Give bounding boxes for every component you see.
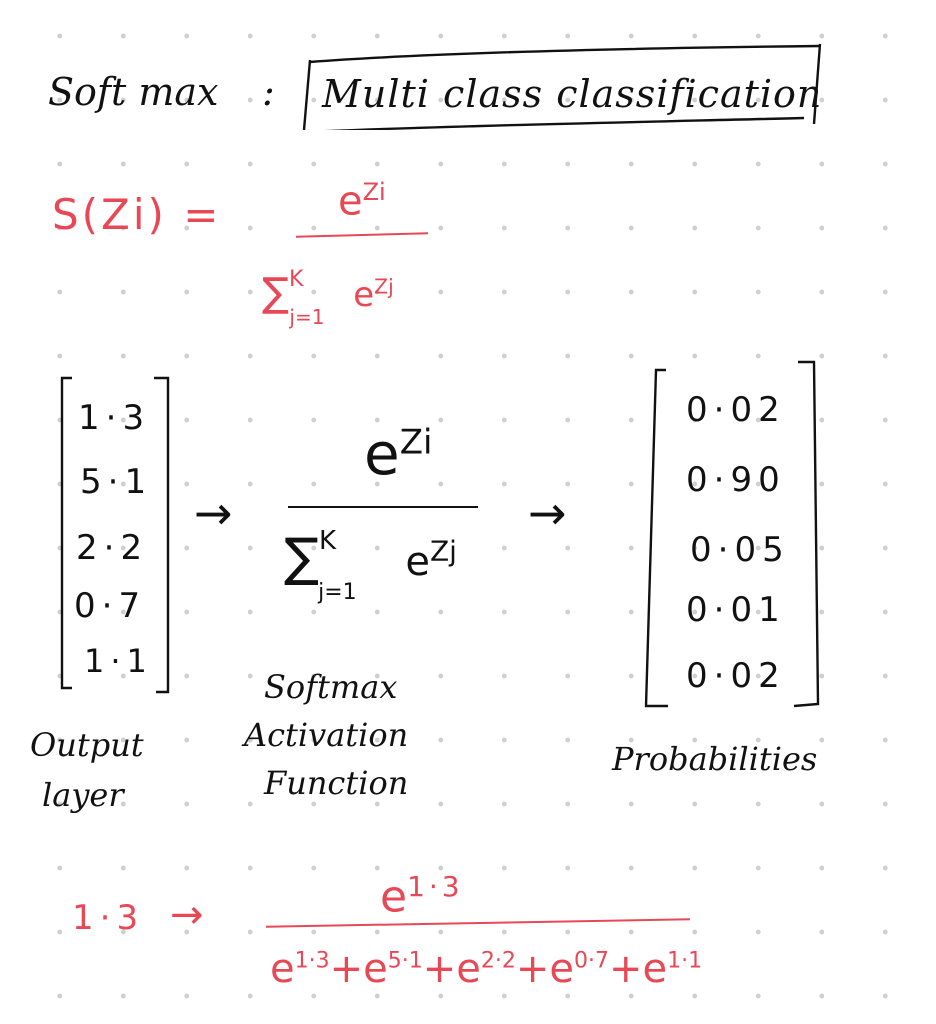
title-separator: : [262, 70, 275, 114]
activation-numerator-exp: Zi [399, 422, 433, 463]
formula-denominator: ∑Kj=1 eZj [262, 267, 394, 329]
boxed-label-text: Multi class classification [322, 72, 823, 116]
denominator-term-5: e1·1 [642, 946, 703, 992]
activation-denominator-exp: Zj [429, 534, 457, 568]
activation-caption-line1: Softmax [264, 668, 398, 706]
output-vector-brackets [60, 376, 170, 694]
activation-denominator-base: e [405, 539, 430, 585]
formula-fraction-bar [295, 232, 429, 238]
example-numerator-base: e [380, 871, 408, 923]
denominator-term-2: e5·1 [363, 946, 423, 992]
probability-value-1: 0·02 [686, 390, 786, 430]
formula-denominator-exp: Zj [374, 274, 394, 299]
formula-numerator: eZi [338, 178, 386, 224]
plus-sign-1: + [329, 946, 364, 992]
activation-numerator: eZi [364, 420, 432, 488]
softmax-title: Soft max [48, 70, 219, 114]
probability-value-3: 0·05 [690, 530, 790, 570]
example-numerator: e1·3 [380, 870, 464, 923]
arrow-to-activation: → [194, 486, 233, 540]
plus-sign-4: + [608, 946, 643, 992]
denominator-term-4: e0·7 [549, 946, 609, 992]
formula-numerator-exp: Zi [362, 178, 386, 206]
example-arrow: → [170, 892, 204, 938]
output-caption-line2: layer [42, 776, 124, 814]
output-value-3: 2·2 [76, 528, 149, 568]
example-fraction-bar [266, 918, 690, 928]
formula-sum-lower: j=1 [289, 305, 325, 329]
probabilities-vector-brackets [644, 360, 820, 708]
formula-lhs: S(Zi) = [52, 190, 222, 239]
example-input: 1·3 [72, 898, 145, 938]
denominator-term-3: e2·2 [456, 946, 516, 992]
formula-sum-symbol: ∑ [262, 270, 289, 316]
output-caption-line1: Output [30, 726, 144, 764]
formula-denominator-base: e [353, 275, 375, 315]
activation-sum-upper: K [319, 526, 337, 556]
activation-fraction-bar [288, 506, 478, 508]
formula-numerator-base: e [338, 178, 363, 225]
activation-numerator-base: e [364, 420, 400, 488]
probability-value-4: 0·01 [686, 590, 786, 630]
boxed-label-frame [302, 43, 822, 130]
output-value-2: 5·1 [80, 462, 153, 502]
activation-caption-line2: Activation [244, 716, 409, 754]
plus-sign-2: + [422, 946, 457, 992]
example-numerator-exp: 1·3 [407, 870, 464, 903]
example-denominator: e1·3+e5·1+e2·2+e0·7+e1·1 [270, 946, 702, 992]
arrow-to-probabilities: → [528, 486, 567, 540]
plus-sign-3: + [515, 946, 550, 992]
probability-value-2: 0·90 [686, 460, 786, 500]
probability-value-5: 0·02 [686, 656, 786, 696]
denominator-term-1: e1·3 [270, 946, 330, 992]
probabilities-caption: Probabilities [612, 740, 818, 778]
formula-sum-upper: K [288, 267, 304, 292]
output-value-4: 0·7 [74, 586, 147, 626]
output-value-5: 1·1 [84, 642, 153, 680]
activation-denominator: ∑Kj=1 eZj [284, 526, 457, 605]
activation-sum-lower: j=1 [318, 580, 357, 605]
activation-caption-line3: Function [264, 764, 409, 802]
activation-sum-symbol: ∑ [284, 528, 320, 588]
output-value-1: 1·3 [78, 398, 151, 438]
